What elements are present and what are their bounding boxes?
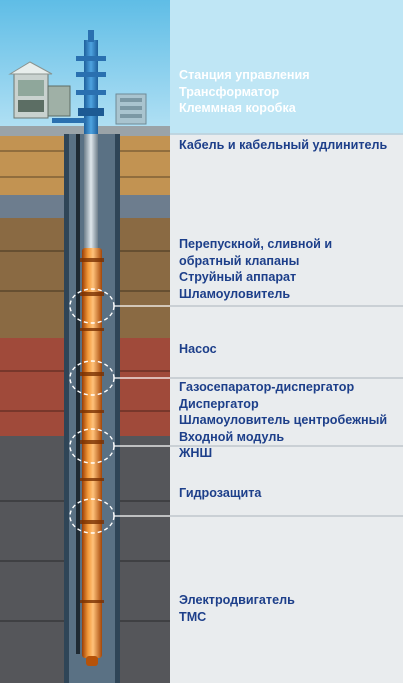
label-centrifugal-trap: Шламоуловитель центробежный bbox=[179, 413, 388, 427]
label-group-valves: Перепускной, сливной и обратный клапаны … bbox=[179, 236, 401, 302]
label-group-separator: Газосепаратор-диспергатор Диспергатор Шл… bbox=[179, 379, 401, 462]
panel-sky bbox=[170, 0, 403, 134]
wellhead bbox=[52, 30, 106, 136]
label-jet-device: Струйный аппарат bbox=[179, 270, 297, 284]
label-pump: Насос bbox=[179, 342, 217, 356]
label-tms: ТМС bbox=[179, 609, 207, 624]
control-station bbox=[8, 61, 71, 119]
label-terminal-box: Клеммная коробка bbox=[179, 101, 296, 115]
tubing bbox=[84, 134, 98, 254]
separator bbox=[170, 377, 403, 379]
pump-string bbox=[82, 248, 102, 658]
label-intake-module: Входной модуль bbox=[179, 429, 285, 444]
terminal-box bbox=[115, 93, 147, 125]
separator bbox=[170, 515, 403, 517]
label-panel: Станция управления Трансформатор Клеммна… bbox=[170, 0, 403, 683]
label-zhnsh: ЖНШ bbox=[179, 446, 213, 460]
well-illustration bbox=[0, 0, 170, 683]
label-sludge-trap: Шламоуловитель bbox=[179, 286, 291, 301]
label-cable: Кабель и кабельный удлинитель bbox=[179, 138, 388, 152]
label-disperser: Диспергатор bbox=[179, 396, 259, 411]
label-transformer: Трансформатор bbox=[179, 84, 280, 99]
label-valves-1: Перепускной, сливной и bbox=[179, 237, 333, 251]
panel-ground bbox=[170, 134, 403, 683]
label-valves-2: обратный клапаны bbox=[179, 253, 300, 268]
label-gas-separator: Газосепаратор-диспергатор bbox=[179, 380, 355, 394]
label-group-motor: Электродвигатель ТМС bbox=[179, 592, 401, 625]
label-group-surface: Станция управления Трансформатор Клеммна… bbox=[179, 67, 401, 117]
separator bbox=[170, 133, 403, 135]
label-group-cable: Кабель и кабельный удлинитель bbox=[179, 137, 401, 154]
label-protector: Гидрозащита bbox=[179, 486, 262, 500]
label-group-pump: Насос bbox=[179, 341, 401, 358]
label-group-protector: Гидрозащита bbox=[179, 485, 401, 502]
label-control-station: Станция управления bbox=[179, 68, 310, 82]
cable bbox=[76, 134, 80, 654]
label-motor: Электродвигатель bbox=[179, 593, 295, 607]
separator bbox=[170, 305, 403, 307]
string-tip bbox=[86, 656, 98, 666]
separator bbox=[170, 445, 403, 447]
